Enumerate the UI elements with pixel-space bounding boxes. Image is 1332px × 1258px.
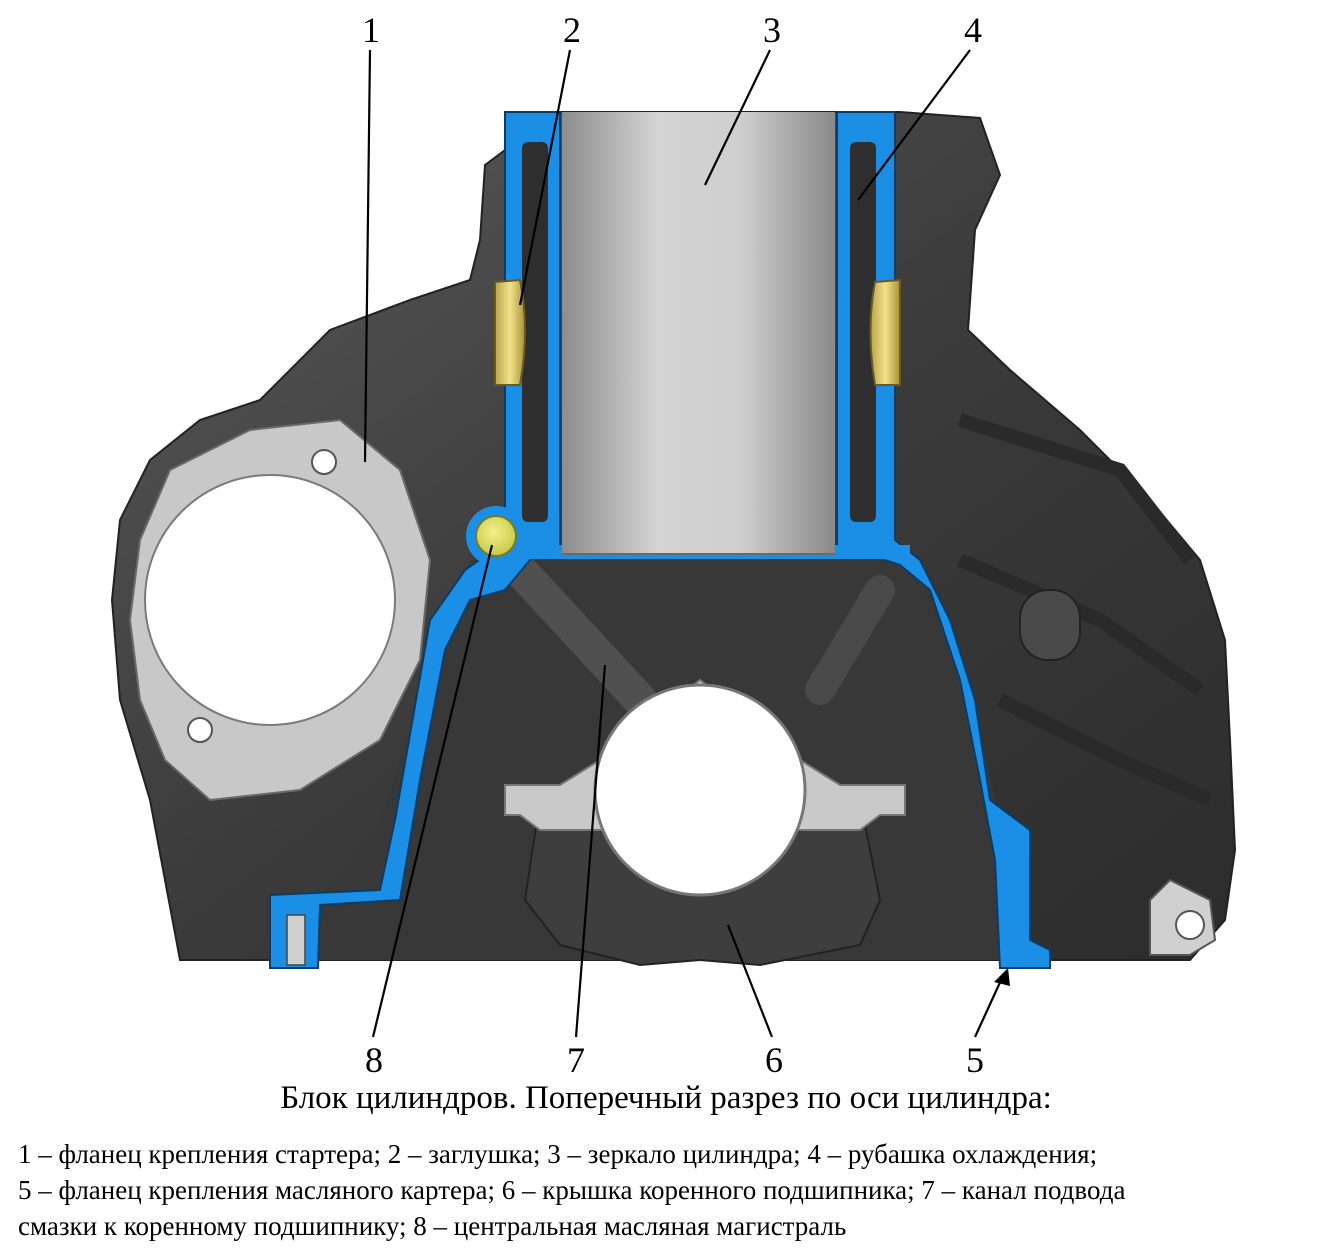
cooling-jacket-left [522,142,548,522]
callout-6: 6 [765,1040,783,1080]
leader-line-1 [363,49,372,463]
main-bearing-bore [593,683,807,897]
leader-line-2 [518,49,572,306]
casting-rib [957,553,1205,696]
callout-2: 2 [563,10,581,50]
leader-line-8 [371,544,494,1038]
oil-feed-channel [503,553,657,717]
leader-line-3 [704,49,771,186]
callout-7: 7 [567,1040,585,1080]
legend-line: смазки к коренному подшипнику; 8 – центр… [18,1211,847,1241]
casting-rib [996,693,1213,807]
leader-line-6 [726,924,774,1038]
callout-1: 1 [362,10,380,50]
mounting-lug-hole [1175,910,1205,940]
figure-legend: 1 – фланец крепления стартера; 2 – заглу… [18,1136,1318,1244]
oil-pan-dowel-pin [286,914,306,966]
casting-boss [1019,589,1081,661]
starter-opening [144,474,396,726]
casting-rib [957,413,1196,565]
leader-line-4 [857,49,971,201]
oil-feed-channel-rib [805,575,895,705]
central-oil-gallery [475,515,517,557]
cooling-jacket-right [850,142,876,522]
plug-left [494,278,526,386]
starter-bolt-hole-lower [187,717,213,743]
legend-line: 5 – фланец крепления масляного картера; … [18,1175,1126,1205]
figure-caption-title: Блок цилиндров. Поперечный разрез по оси… [280,1080,1052,1116]
legend-line: 1 – фланец крепления стартера; 2 – заглу… [18,1139,1098,1169]
leader-line-5 [973,977,1004,1038]
cylinder-bore-surface [562,112,835,554]
callout-5: 5 [966,1040,984,1080]
callout-8: 8 [365,1040,383,1080]
leader-line-7 [574,664,607,1038]
starter-bolt-hole-upper [311,449,337,475]
callout-4: 4 [964,10,982,50]
plug-right [869,278,901,386]
leader-arrow-5 [994,968,1010,986]
callout-3: 3 [763,10,781,50]
